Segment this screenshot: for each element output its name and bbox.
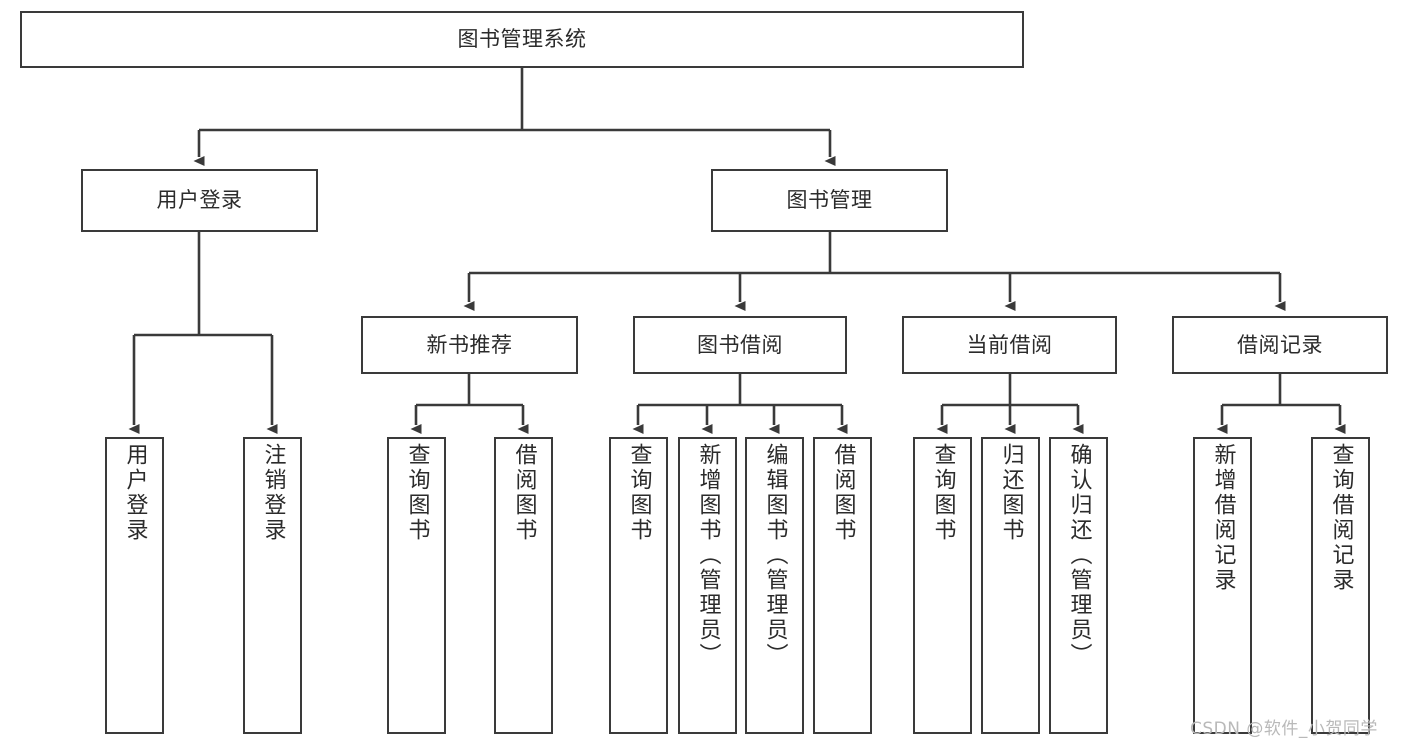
connectors-tier1	[193, 68, 836, 166]
leaf-add-borrow-record[interactable]: 新增借阅记录	[1193, 437, 1252, 734]
connectors-user-login-branch	[128, 232, 278, 434]
leaf-query-book-current[interactable]: 查询图书	[913, 437, 972, 734]
leaf-user-login[interactable]: 用户登录	[105, 437, 164, 734]
node-label: 用户登录	[122, 443, 148, 543]
node-label: 当前借阅	[966, 332, 1053, 357]
leaf-confirm-return[interactable]: 确认归还（管理员）	[1049, 437, 1108, 734]
leaf-return-book[interactable]: 归还图书	[981, 437, 1040, 734]
connectors-book-management-branch	[463, 232, 1286, 311]
connectors-current-borrow-branch	[936, 374, 1084, 434]
node-label: 查询图书	[404, 443, 430, 543]
node-label: 新增借阅记录	[1210, 443, 1236, 593]
node-label: 查询图书	[626, 443, 652, 543]
node-label: 图书借阅	[697, 332, 783, 357]
leaf-borrow-book-recommend[interactable]: 借阅图书	[494, 437, 553, 734]
node-label: 查询借阅记录	[1328, 443, 1354, 593]
node-new-book-recommend[interactable]: 新书推荐	[361, 316, 578, 374]
node-current-borrow[interactable]: 当前借阅	[902, 316, 1117, 374]
node-label: 用户登录	[156, 188, 243, 213]
node-label: 归还图书	[998, 443, 1024, 543]
node-label: 借阅图书	[830, 443, 856, 543]
leaf-query-borrow-record[interactable]: 查询借阅记录	[1311, 437, 1370, 734]
node-root-system[interactable]: 图书管理系统	[20, 11, 1024, 68]
node-borrow-record[interactable]: 借阅记录	[1172, 316, 1388, 374]
node-label: 注销登录	[260, 443, 286, 543]
connectors-new-book-recommend-branch	[410, 374, 529, 434]
node-label: 确认归还（管理员）	[1066, 443, 1092, 668]
node-book-borrow[interactable]: 图书借阅	[633, 316, 847, 374]
node-user-login[interactable]: 用户登录	[81, 169, 318, 232]
leaf-borrow-book-borrow[interactable]: 借阅图书	[813, 437, 872, 734]
node-label: 查询图书	[930, 443, 956, 543]
leaf-edit-book[interactable]: 编辑图书（管理员）	[745, 437, 804, 734]
leaf-query-book-borrow[interactable]: 查询图书	[609, 437, 668, 734]
node-label: 借阅记录	[1237, 332, 1323, 357]
leaf-add-book[interactable]: 新增图书（管理员）	[678, 437, 737, 734]
leaf-logout-login[interactable]: 注销登录	[243, 437, 302, 734]
connectors-book-borrow-branch	[632, 374, 848, 434]
connectors-borrow-record-branch	[1216, 374, 1346, 434]
leaf-query-book-recommend[interactable]: 查询图书	[387, 437, 446, 734]
node-book-management[interactable]: 图书管理	[711, 169, 948, 232]
node-label: 新增图书（管理员）	[695, 443, 721, 668]
node-label: 新书推荐	[426, 332, 513, 357]
node-label: 借阅图书	[511, 443, 537, 543]
node-label: 图书管理系统	[457, 27, 587, 52]
node-label: 图书管理	[786, 188, 873, 213]
node-label: 编辑图书（管理员）	[762, 443, 788, 668]
